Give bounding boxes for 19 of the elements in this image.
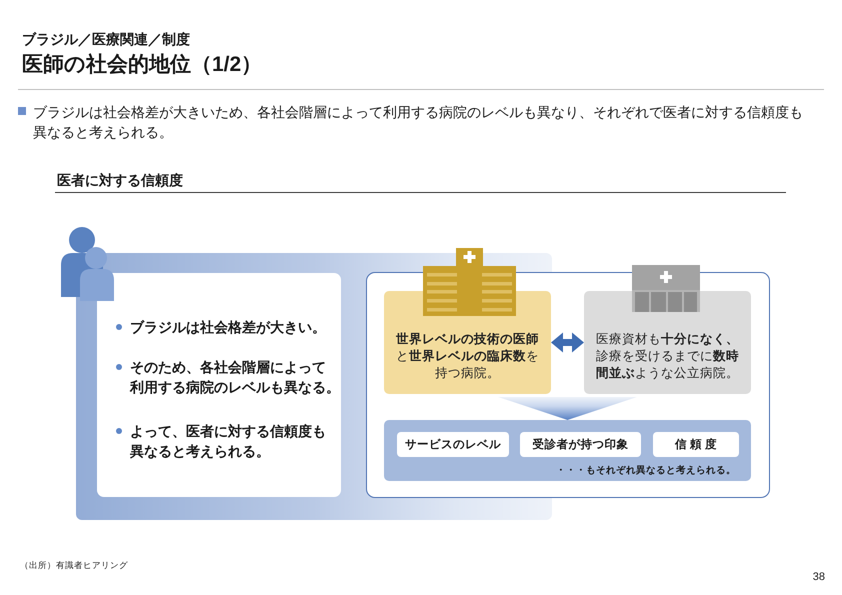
info-box: 医療資材も十分になく、診療を受けるまでに数時間並ぶような公立病院。 xyxy=(584,291,751,394)
label-box: サービスのレベル xyxy=(397,432,509,457)
label-box: 受診者が持つ印象 xyxy=(520,432,641,457)
list-text: ブラジルは社会格差が大きい。 xyxy=(130,318,327,337)
page-number: 38 xyxy=(812,570,825,584)
summary-band xyxy=(384,420,751,481)
chevron-arrow xyxy=(498,397,637,420)
section-heading: 医者に対する信頼度 xyxy=(55,171,786,193)
rounded-frame xyxy=(366,272,770,498)
page-title: 医師の社会的地位（1/2） xyxy=(22,52,262,78)
text-panel xyxy=(97,273,341,497)
label-box: 信 頼 度 xyxy=(653,432,739,457)
list-text: よって、医者に対する信頼度も異なると考えられる。 xyxy=(130,422,327,461)
lead-text: ブラジルは社会格差が大きいため、各社会階層によって利用する病院のレベルも異なり、それぞれで医者に対する信頼度も異なると考えられる。 xyxy=(33,103,804,142)
source-note: （出所）有識者ヒアリング xyxy=(20,560,128,571)
list-text: そのため、各社会階層によって利用する病院のレベルも異なる。 xyxy=(130,358,341,397)
breadcrumb: ブラジル／医療関連／制度 xyxy=(22,30,190,48)
note-text: ・・・もそれぞれ異なると考えられる。 xyxy=(556,465,736,477)
double-arrow xyxy=(551,332,584,352)
